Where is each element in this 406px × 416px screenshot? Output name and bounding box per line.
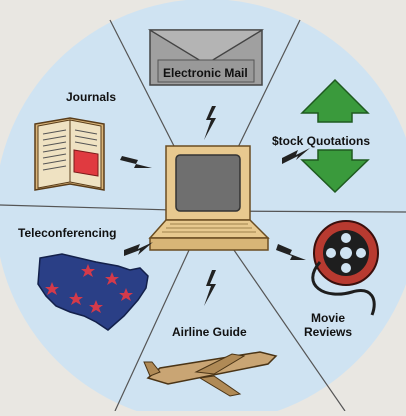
segment-label-movie-reviews: Movie Reviews [304,311,352,339]
book-icon [35,118,104,190]
segment-label-stock-quotations: $tock Quotations [272,134,370,148]
segment-label-journals: Journals [66,90,116,104]
segment-label-airline-guide: Airline Guide [172,325,247,339]
segment-label-electronic-mail: Electronic Mail [163,66,248,80]
movie-reviews-line-2: Reviews [304,325,352,339]
terminal-icon [150,146,268,250]
segment-label-teleconferencing: Teleconferencing [18,226,116,240]
movie-reviews-line-1: Movie [304,311,352,325]
